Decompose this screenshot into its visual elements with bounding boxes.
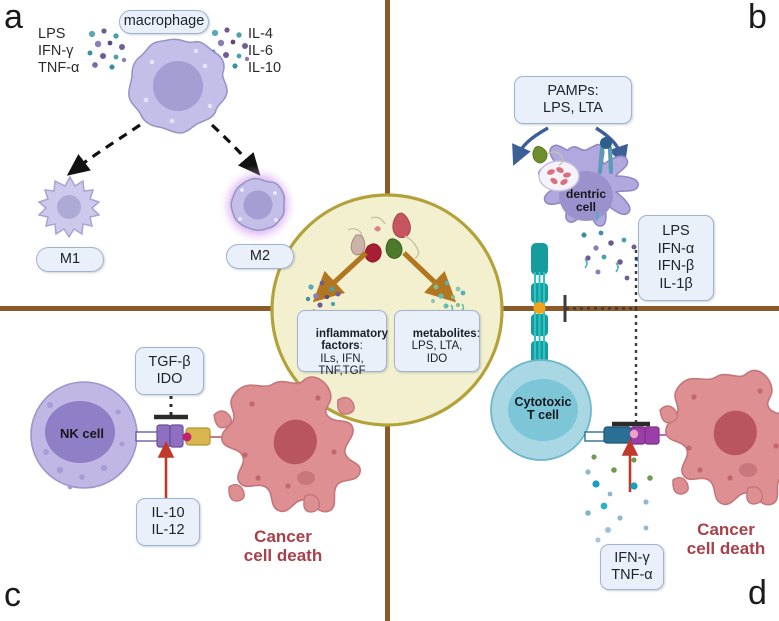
m2-label: M2 [226, 244, 294, 269]
bacteria-cluster [347, 212, 420, 263]
nk-inhibitory-box: TGF-β IDO [135, 347, 204, 395]
inflammatory-factors-box: inflammatory factors: ILs, IFN, TNF,TGF [297, 310, 388, 377]
arrow-to-m2 [210, 123, 261, 176]
tcell-cytokine-dots [585, 454, 653, 543]
macrophage-cell [128, 38, 228, 134]
m2-cell [218, 165, 298, 245]
metabolites-box: metabolites: LPS, LTA, IDO [394, 310, 480, 372]
tcell-synapse [584, 426, 676, 445]
inflammatory-factors-title: inflammatory factors [315, 327, 388, 353]
tcell-nucleus [508, 379, 578, 441]
panel-letter-a: a [4, 0, 23, 36]
macrophage-label: macrophage [119, 10, 209, 34]
cytokine-dots-left [87, 28, 127, 70]
pamp-arrow-left [512, 126, 549, 166]
metabolites-body: : LPS, LTA, IDO [411, 327, 480, 365]
left-stimuli-text: LPS IFN-γ TNF-α [38, 26, 80, 76]
arrow-metabolites [402, 251, 457, 303]
panel-a-macrophage-group [37, 27, 298, 245]
tlr-receptor-icon [597, 137, 614, 175]
tcell-stimulatory-box: IFN-γ TNF-α [600, 544, 664, 590]
panel-letter-d: d [748, 574, 767, 612]
nk-cell-label: NK cell [59, 426, 105, 441]
dendritic-cell-label: dentric cell [565, 187, 606, 214]
panel-b-dendritic-group [512, 126, 651, 424]
dendritic-cytokine-box: LPS IFN-α IFN-β IL-1β [638, 215, 714, 301]
cancer-cell-d [659, 369, 779, 506]
panel-letter-b: b [748, 0, 767, 36]
nk-stimulatory-box: IL-10 IL-12 [136, 498, 200, 546]
right-stimuli-text: IL-4 IL-6 IL-10 [248, 26, 282, 76]
dendritic-cell [532, 137, 639, 227]
inflammatory-factors-body: : ILs, IFN, TNF,TGF [318, 340, 366, 378]
nk-nucleus [45, 401, 115, 463]
bacterium-icon [532, 146, 548, 164]
m1-label: M1 [36, 247, 104, 272]
cancer-death-label-d: Cancer cell death [686, 520, 766, 558]
cancer-cell-c [213, 376, 361, 513]
arrow-to-m1 [66, 123, 141, 176]
pamps-box: PAMPs: LPS, LTA [514, 76, 632, 124]
cancer-death-label-c: Cancer cell death [243, 527, 323, 565]
m1-cell [37, 175, 101, 239]
panel-d-tcell-group [490, 359, 779, 543]
arrow-inflammatory [312, 251, 368, 303]
panel-c-nk-group [30, 376, 361, 513]
nk-synapse [135, 424, 228, 448]
panel-letter-c: c [4, 576, 21, 614]
metabolites-title: metabolites [412, 327, 477, 340]
pamp-arrow-right [595, 126, 628, 167]
tcell-label: Cytotoxic T cell [514, 395, 572, 422]
